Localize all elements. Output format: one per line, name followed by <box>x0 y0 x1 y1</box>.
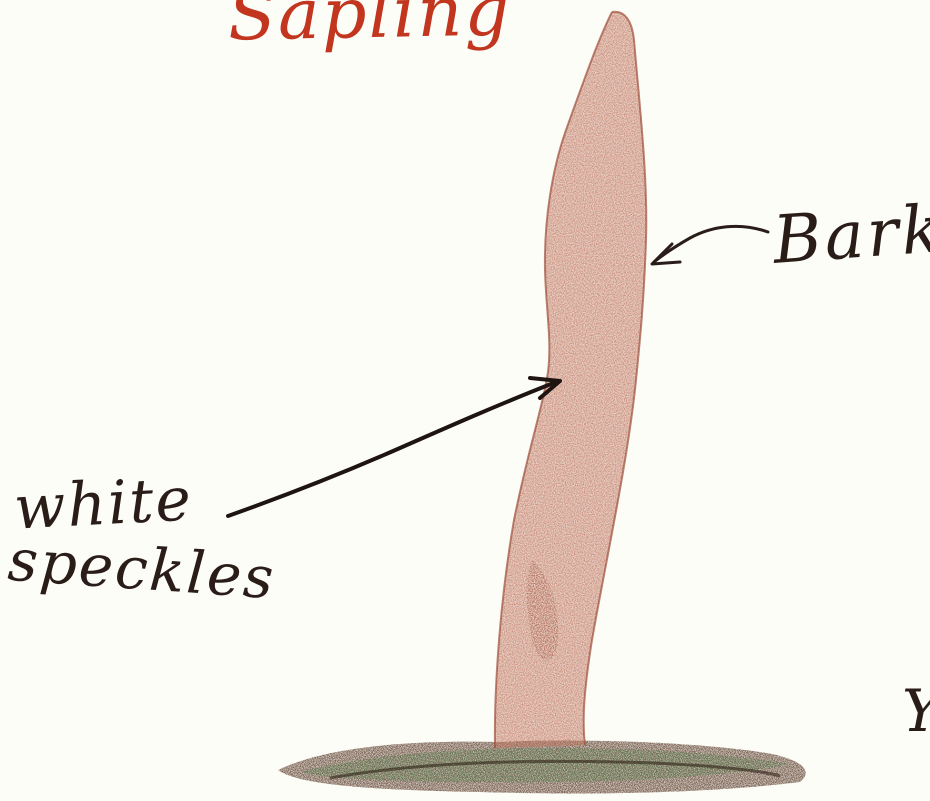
drawing-title: Sapling <box>227 0 511 50</box>
speckles-arrow <box>228 378 560 516</box>
white-speckles-label-line2: speckles <box>6 531 277 608</box>
edge-fragment-text: Y <box>902 682 930 740</box>
bark-label: Bark <box>771 196 930 274</box>
sapling-trunk <box>495 12 646 748</box>
title-clip: Sapling <box>220 0 520 54</box>
bark-arrow <box>652 226 768 264</box>
ground-tuft <box>278 740 806 793</box>
